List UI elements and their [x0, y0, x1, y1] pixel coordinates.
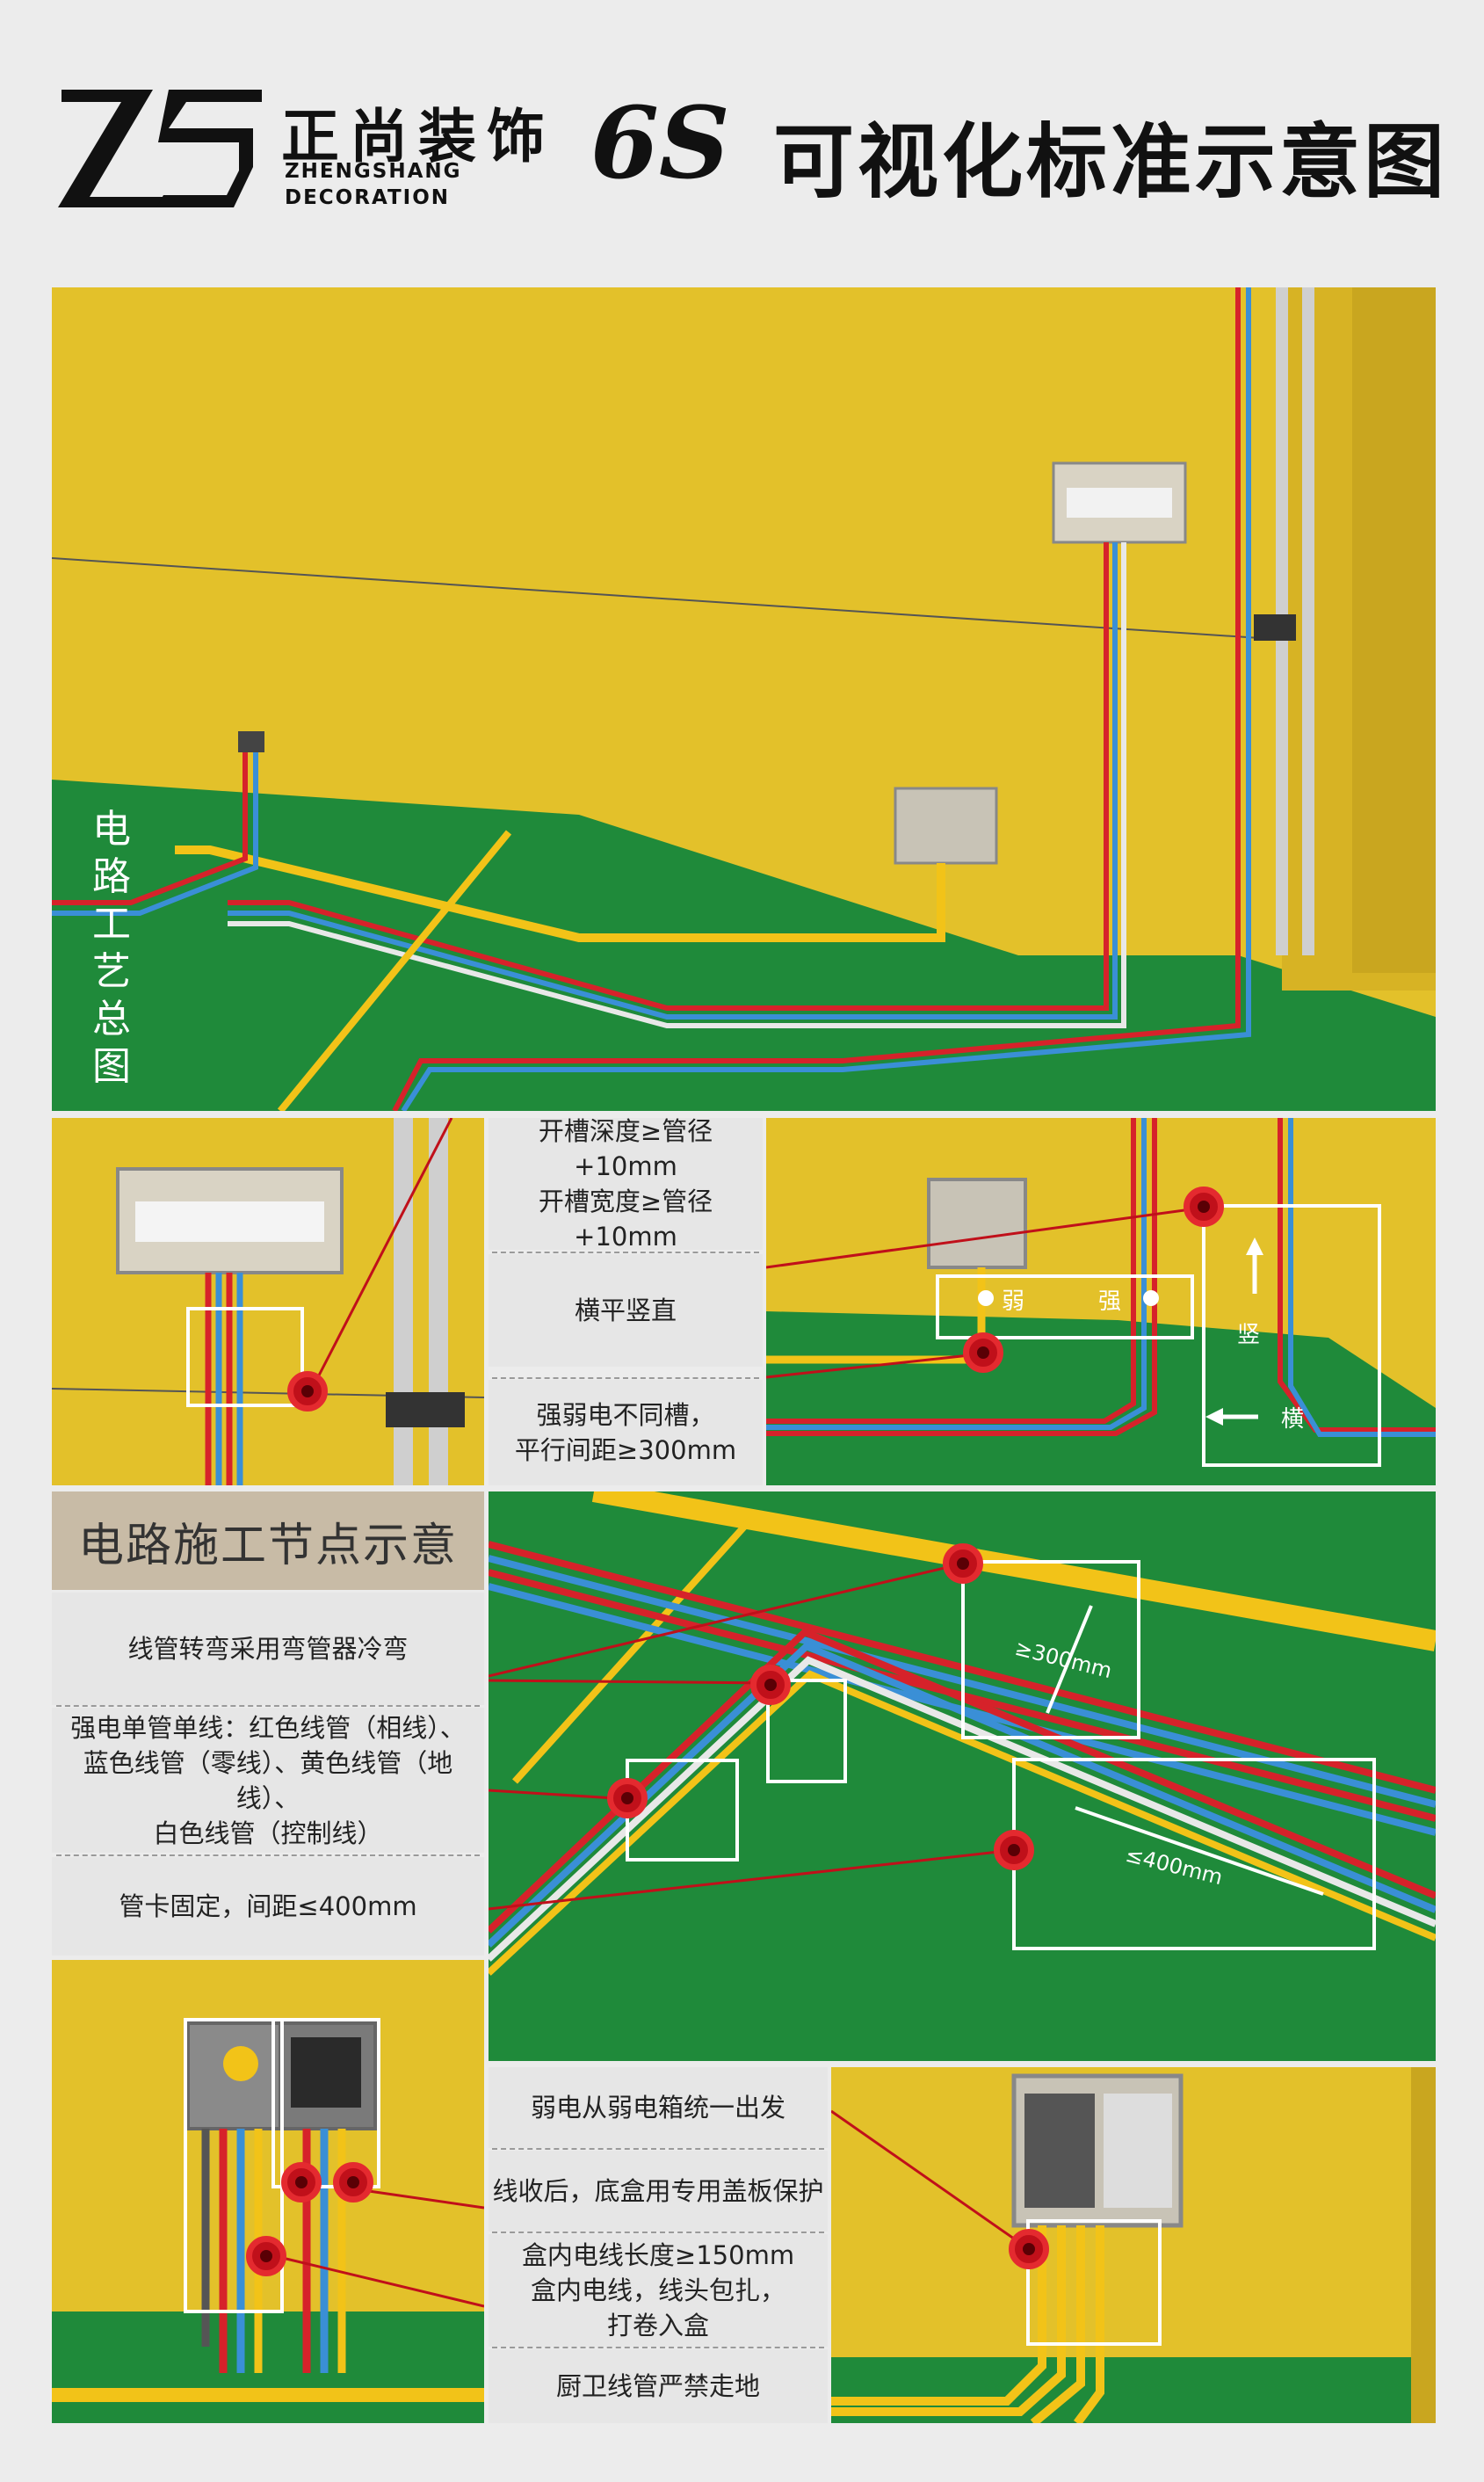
brand-name-en: ZHENGSHANG DECORATION	[285, 158, 462, 211]
outlet-box-detail	[52, 1960, 484, 2423]
marker-wire-length	[246, 2236, 286, 2276]
note-groove-size: 开槽深度≥管径+10mm 开槽宽度≥管径+10mm	[489, 1116, 763, 1252]
marker-cold-bend	[750, 1665, 791, 1705]
marker-pipe-colors	[607, 1778, 648, 1818]
note-level-plumb-text: 横平竖直	[574, 1295, 677, 1325]
divider	[492, 2148, 824, 2150]
note-wire-length-line2: 盒内电线，线头包扎，	[530, 2275, 785, 2305]
note-cold-bend: 线管转弯采用弯管器冷弯	[52, 1593, 484, 1705]
note-wire-length: 盒内电线长度≥150mm 盒内电线，线头包扎， 打卷入盒	[489, 2234, 828, 2347]
divider	[492, 2347, 824, 2348]
divider	[492, 1252, 759, 1253]
distribution-box-detail	[52, 1118, 484, 1485]
marker-weak-box	[1009, 2229, 1049, 2269]
note-weak-from-box: 弱电从弱电箱统一出发	[489, 2067, 828, 2148]
note-cold-bend-text: 线管转弯采用弯管器冷弯	[127, 1634, 409, 1664]
6s-badge: 6S	[590, 86, 730, 201]
note-pipe-colors: 强电单管单线：红色线管（相线）、 蓝色线管（零线）、黄色线管（地线）、 白色线管…	[52, 1708, 484, 1853]
strong-tag: 强	[1098, 1288, 1122, 1315]
note-pipe-clip-text: 管卡固定，间距≤400mm	[119, 1891, 417, 1921]
note-strong-weak-separate: 强弱电不同槽， 平行间距≥300mm	[489, 1380, 763, 1485]
note-pipe-clip: 管卡固定，间距≤400mm	[52, 1857, 484, 1956]
nodes-section-heading: 电路施工节点示意	[52, 1491, 484, 1590]
zs-logo-icon	[58, 90, 262, 207]
weak-tag: 弱	[1002, 1288, 1025, 1315]
overview-vertical-label: 电路工艺总图	[92, 807, 131, 1089]
brand-en-line2: DECORATION	[285, 186, 451, 209]
note-pipe-colors-line3: 白色线管（控制线）	[153, 1818, 383, 1848]
note-weak-from-box-text: 弱电从弱电箱统一出发	[530, 2093, 785, 2123]
note-kitchen-bath: 厨卫线管严禁走地	[489, 2349, 828, 2423]
marker-clip-400	[994, 1830, 1034, 1870]
marker-strong-weak	[963, 1332, 1003, 1373]
horizontal-tag: 横	[1281, 1406, 1305, 1433]
divider	[56, 1705, 480, 1707]
brand-name-cn: 正尚装饰	[281, 103, 555, 171]
vertical-tag: 竖	[1237, 1322, 1261, 1348]
note-kitchen-bath-text: 厨卫线管严禁走地	[555, 2371, 760, 2401]
marker-box-cover	[281, 2162, 322, 2203]
note-strong-weak-line2: 平行间距≥300mm	[514, 1435, 737, 1465]
page-title: 可视化标准示意图	[773, 115, 1449, 209]
note-box-cover-text: 线收后，底盒用专用盖板保护	[492, 2176, 824, 2206]
marker-spacing-300	[943, 1543, 983, 1584]
note-wire-length-line1: 盒内电线长度≥150mm	[521, 2240, 795, 2270]
note-pipe-colors-line1: 强电单管单线：红色线管（相线）、	[70, 1712, 466, 1743]
strong-weak-detail: 弱 强 竖 横	[766, 1118, 1436, 1485]
brand-en-line1: ZHENGSHANG	[285, 160, 462, 183]
marker-box-cover	[333, 2162, 373, 2203]
note-wire-length-line3: 打卷入盒	[606, 2311, 709, 2340]
divider	[492, 2232, 824, 2233]
divider	[492, 1377, 759, 1379]
note-strong-weak-line1: 强弱电不同槽，	[536, 1400, 715, 1430]
overview-illustration: 电路工艺总图	[52, 287, 1436, 1111]
marker-level-plumb	[1184, 1187, 1224, 1227]
weak-box-detail	[831, 2067, 1436, 2423]
note-level-plumb: 横平竖直	[489, 1254, 763, 1367]
note-pipe-colors-line2: 蓝色线管（零线）、黄色线管（地线）、	[83, 1747, 453, 1813]
floor-pipe-detail: ≥300mm ≤400mm	[489, 1491, 1436, 2061]
note-groove-depth: 开槽深度≥管径+10mm	[538, 1116, 713, 1181]
logo-mark	[54, 83, 265, 218]
note-box-cover: 线收后，底盒用专用盖板保护	[489, 2151, 828, 2232]
divider	[56, 1854, 480, 1856]
note-groove-width: 开槽宽度≥管径+10mm	[538, 1187, 713, 1252]
marker-groove	[287, 1371, 328, 1412]
